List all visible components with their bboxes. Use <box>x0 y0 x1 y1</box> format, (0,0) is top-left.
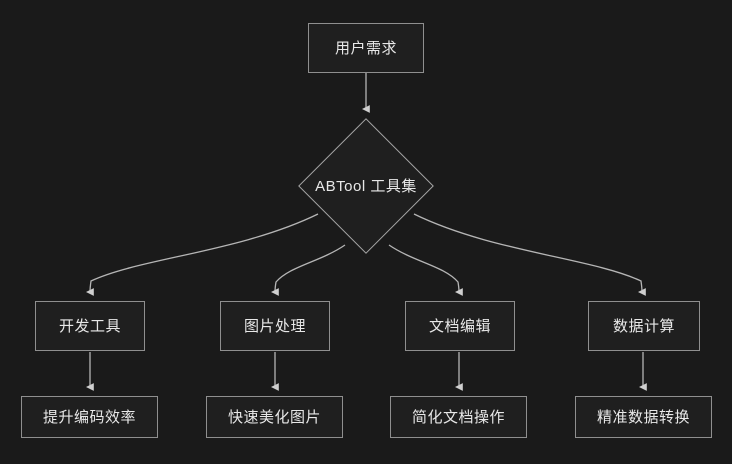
node-category-2[interactable]: 图片处理 <box>220 301 330 351</box>
node-hub-label: ABTool 工具集 <box>315 177 417 195</box>
node-root[interactable]: 用户需求 <box>308 23 424 73</box>
node-category-1-label: 开发工具 <box>58 317 121 335</box>
node-outcome-1-label: 提升编码效率 <box>42 408 136 426</box>
node-root-label: 用户需求 <box>334 39 397 57</box>
node-outcome-4[interactable]: 精准数据转换 <box>575 396 712 438</box>
node-outcome-2-label: 快速美化图片 <box>227 408 321 426</box>
node-outcome-3-label: 简化文档操作 <box>411 408 505 426</box>
node-category-4-label: 数据计算 <box>612 317 675 335</box>
node-category-4[interactable]: 数据计算 <box>588 301 700 351</box>
edge-hub-to-category-4 <box>413 213 646 296</box>
node-outcome-4-label: 精准数据转换 <box>596 408 690 426</box>
node-outcome-3[interactable]: 简化文档操作 <box>390 396 527 438</box>
node-category-1[interactable]: 开发工具 <box>35 301 145 351</box>
node-hub[interactable]: ABTool 工具集 <box>298 118 434 254</box>
node-category-3[interactable]: 文档编辑 <box>405 301 515 351</box>
node-category-3-label: 文档编辑 <box>428 317 491 335</box>
node-category-2-label: 图片处理 <box>243 317 306 335</box>
edge-hub-to-category-1 <box>85 213 319 296</box>
node-outcome-2[interactable]: 快速美化图片 <box>206 396 343 438</box>
node-outcome-1[interactable]: 提升编码效率 <box>21 396 158 438</box>
